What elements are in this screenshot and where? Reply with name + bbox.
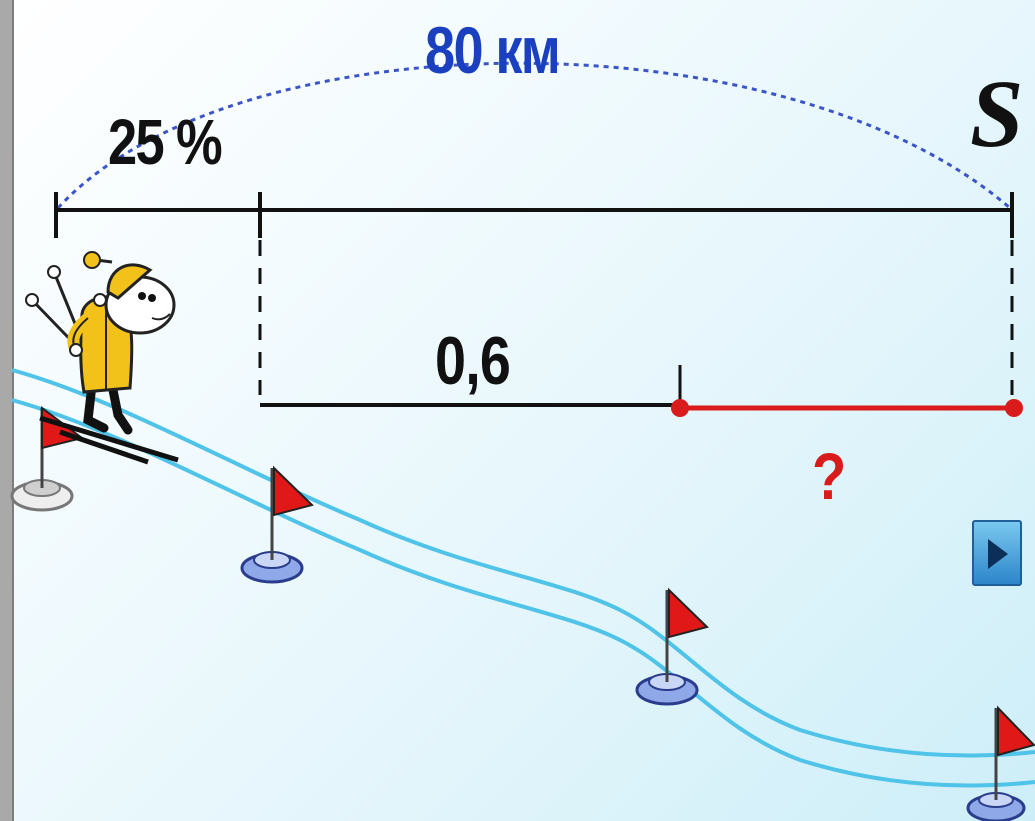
unknown-segment-end-dot — [1005, 399, 1023, 417]
slalom-flag-icon — [240, 465, 314, 584]
ratio-label: 0,6 — [435, 323, 511, 399]
ski-track — [11, 368, 1035, 788]
unknown-label: ? — [812, 439, 847, 513]
slalom-flag-icon — [966, 705, 1035, 821]
total-distance-label: 80 км — [425, 13, 561, 87]
slalom-flag-icon — [635, 587, 709, 706]
unknown-segment-start-dot — [671, 399, 689, 417]
whole-distance-segment — [54, 192, 1014, 238]
slalom-flag-icon — [10, 406, 85, 512]
projection-lines — [258, 240, 1014, 395]
first-part-percent-label: 25 % — [108, 106, 223, 178]
play-triangle-icon — [988, 539, 1008, 569]
next-slide-button[interactable] — [972, 520, 1022, 586]
total-distance-arc — [56, 61, 1011, 210]
window-left-border — [0, 0, 14, 821]
skier-icon — [25, 251, 179, 465]
distance-symbol: S — [970, 60, 1024, 167]
